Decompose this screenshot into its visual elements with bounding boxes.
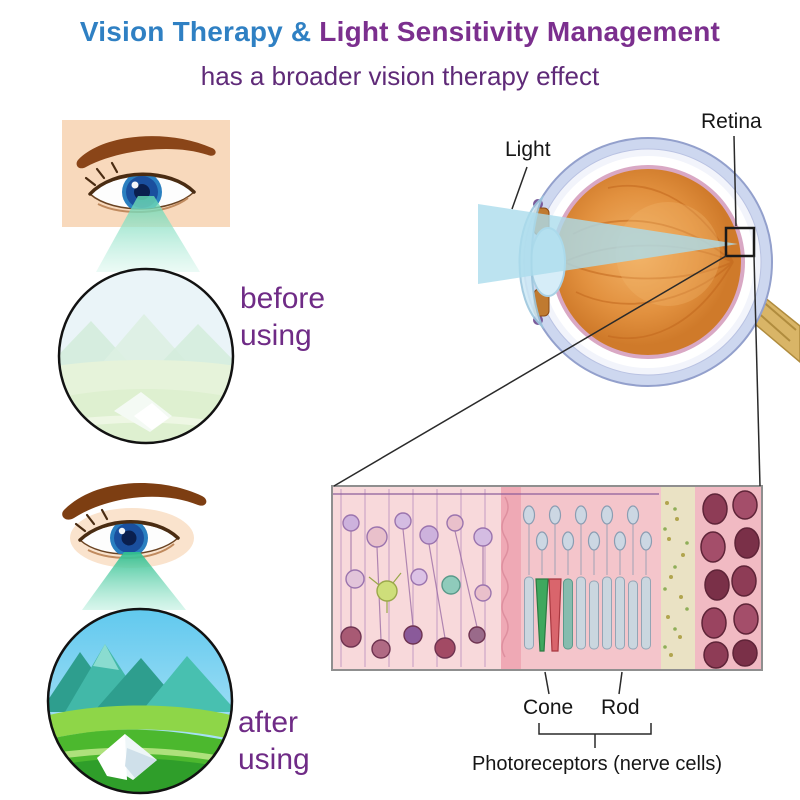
- title-part-purple: Light Sensitivity Management: [319, 16, 721, 47]
- before-vision-cone: [96, 196, 200, 272]
- cone-label: Cone: [523, 696, 574, 719]
- cone-pointer-line: [544, 671, 550, 695]
- after-vision-circle: [45, 606, 235, 796]
- after-using-caption: after using: [238, 704, 310, 778]
- photoreceptors-bracket: [538, 723, 652, 748]
- page-title: Vision Therapy & Light Sensitivity Manag…: [0, 16, 800, 48]
- eyeball-anatomy-icon: [478, 137, 800, 387]
- faded-landscape-icon: [57, 267, 235, 445]
- retina-cells-icon: [331, 485, 763, 671]
- after-caption-line2: using: [238, 743, 310, 776]
- after-caption-line1: after: [238, 706, 299, 739]
- light-cone-icon: [82, 552, 186, 610]
- eye-icon: [62, 483, 207, 568]
- retina-histology-panel: [331, 485, 763, 671]
- before-using-caption: before using: [240, 280, 325, 354]
- after-vision-cone: [82, 552, 186, 610]
- light-label: Light: [505, 138, 551, 161]
- photoreceptors-label: Photoreceptors (nerve cells): [471, 753, 723, 775]
- before-caption-line2: using: [240, 319, 312, 352]
- before-caption-line1: before: [240, 282, 326, 315]
- retina-label: Retina: [701, 110, 762, 133]
- after-eye-illustration: [50, 474, 215, 569]
- before-vision-circle: [56, 266, 236, 446]
- page-subtitle: has a broader vision therapy effect: [200, 61, 600, 91]
- title-part-blue: Vision Therapy &: [79, 16, 320, 47]
- eye-cross-section-diagram: [478, 122, 800, 394]
- light-cone-icon: [96, 196, 200, 272]
- rod-label: Rod: [601, 696, 640, 719]
- rod-pointer-line: [618, 671, 623, 695]
- vivid-landscape-icon: [46, 607, 234, 795]
